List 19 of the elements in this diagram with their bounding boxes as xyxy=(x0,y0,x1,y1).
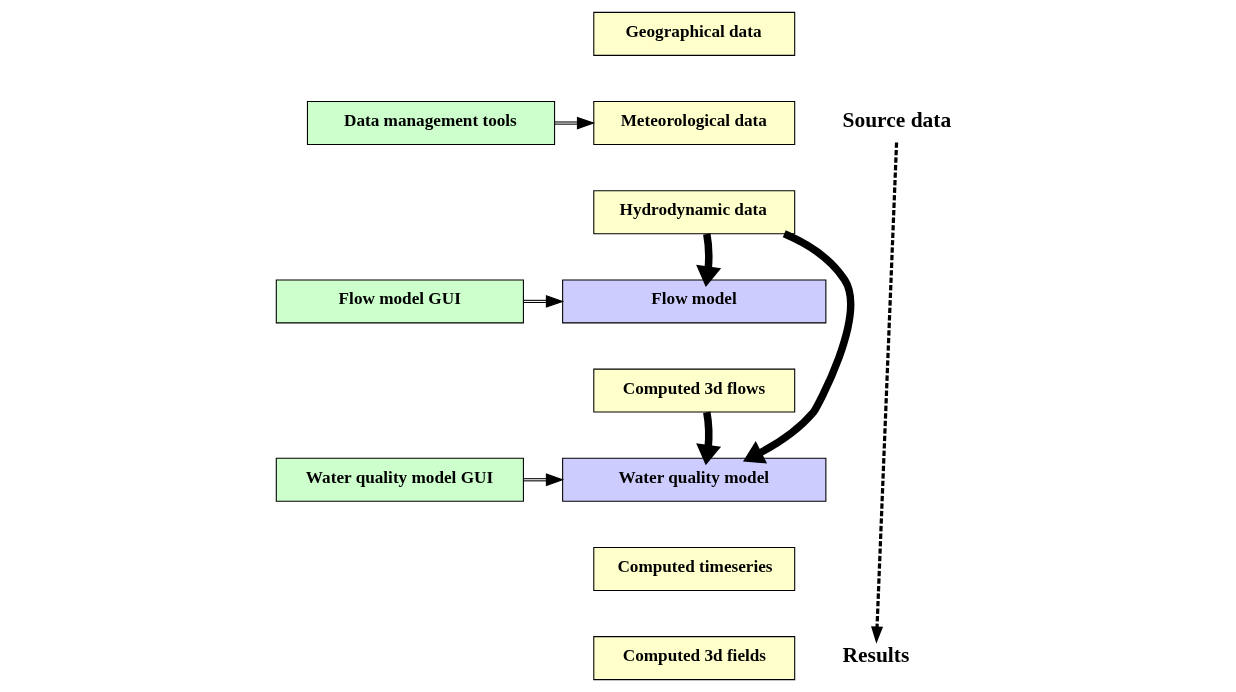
node-box: Water quality model xyxy=(561,457,826,502)
node-text: Results xyxy=(842,643,909,668)
node-box: Flow model GUI xyxy=(275,279,524,324)
arrow xyxy=(870,142,898,644)
node-box: Computed 3d fields xyxy=(592,636,795,681)
arrow xyxy=(695,233,721,287)
node-box: Computed 3d flows xyxy=(592,368,795,413)
node-box: Computed timeseries xyxy=(592,546,795,591)
node-box: Meteorological data xyxy=(592,101,795,146)
node-box: Data management tools xyxy=(306,101,555,146)
node-box: Water quality model GUI xyxy=(275,457,524,502)
node-text: Source data xyxy=(842,108,951,133)
arrow xyxy=(522,295,564,308)
arrow xyxy=(522,473,564,487)
arrow xyxy=(742,230,854,464)
node-box: Hydrodynamic data xyxy=(592,190,795,235)
arrow xyxy=(553,116,595,130)
node-box: Geographical data xyxy=(592,11,795,56)
node-box: Flow model xyxy=(561,279,826,324)
